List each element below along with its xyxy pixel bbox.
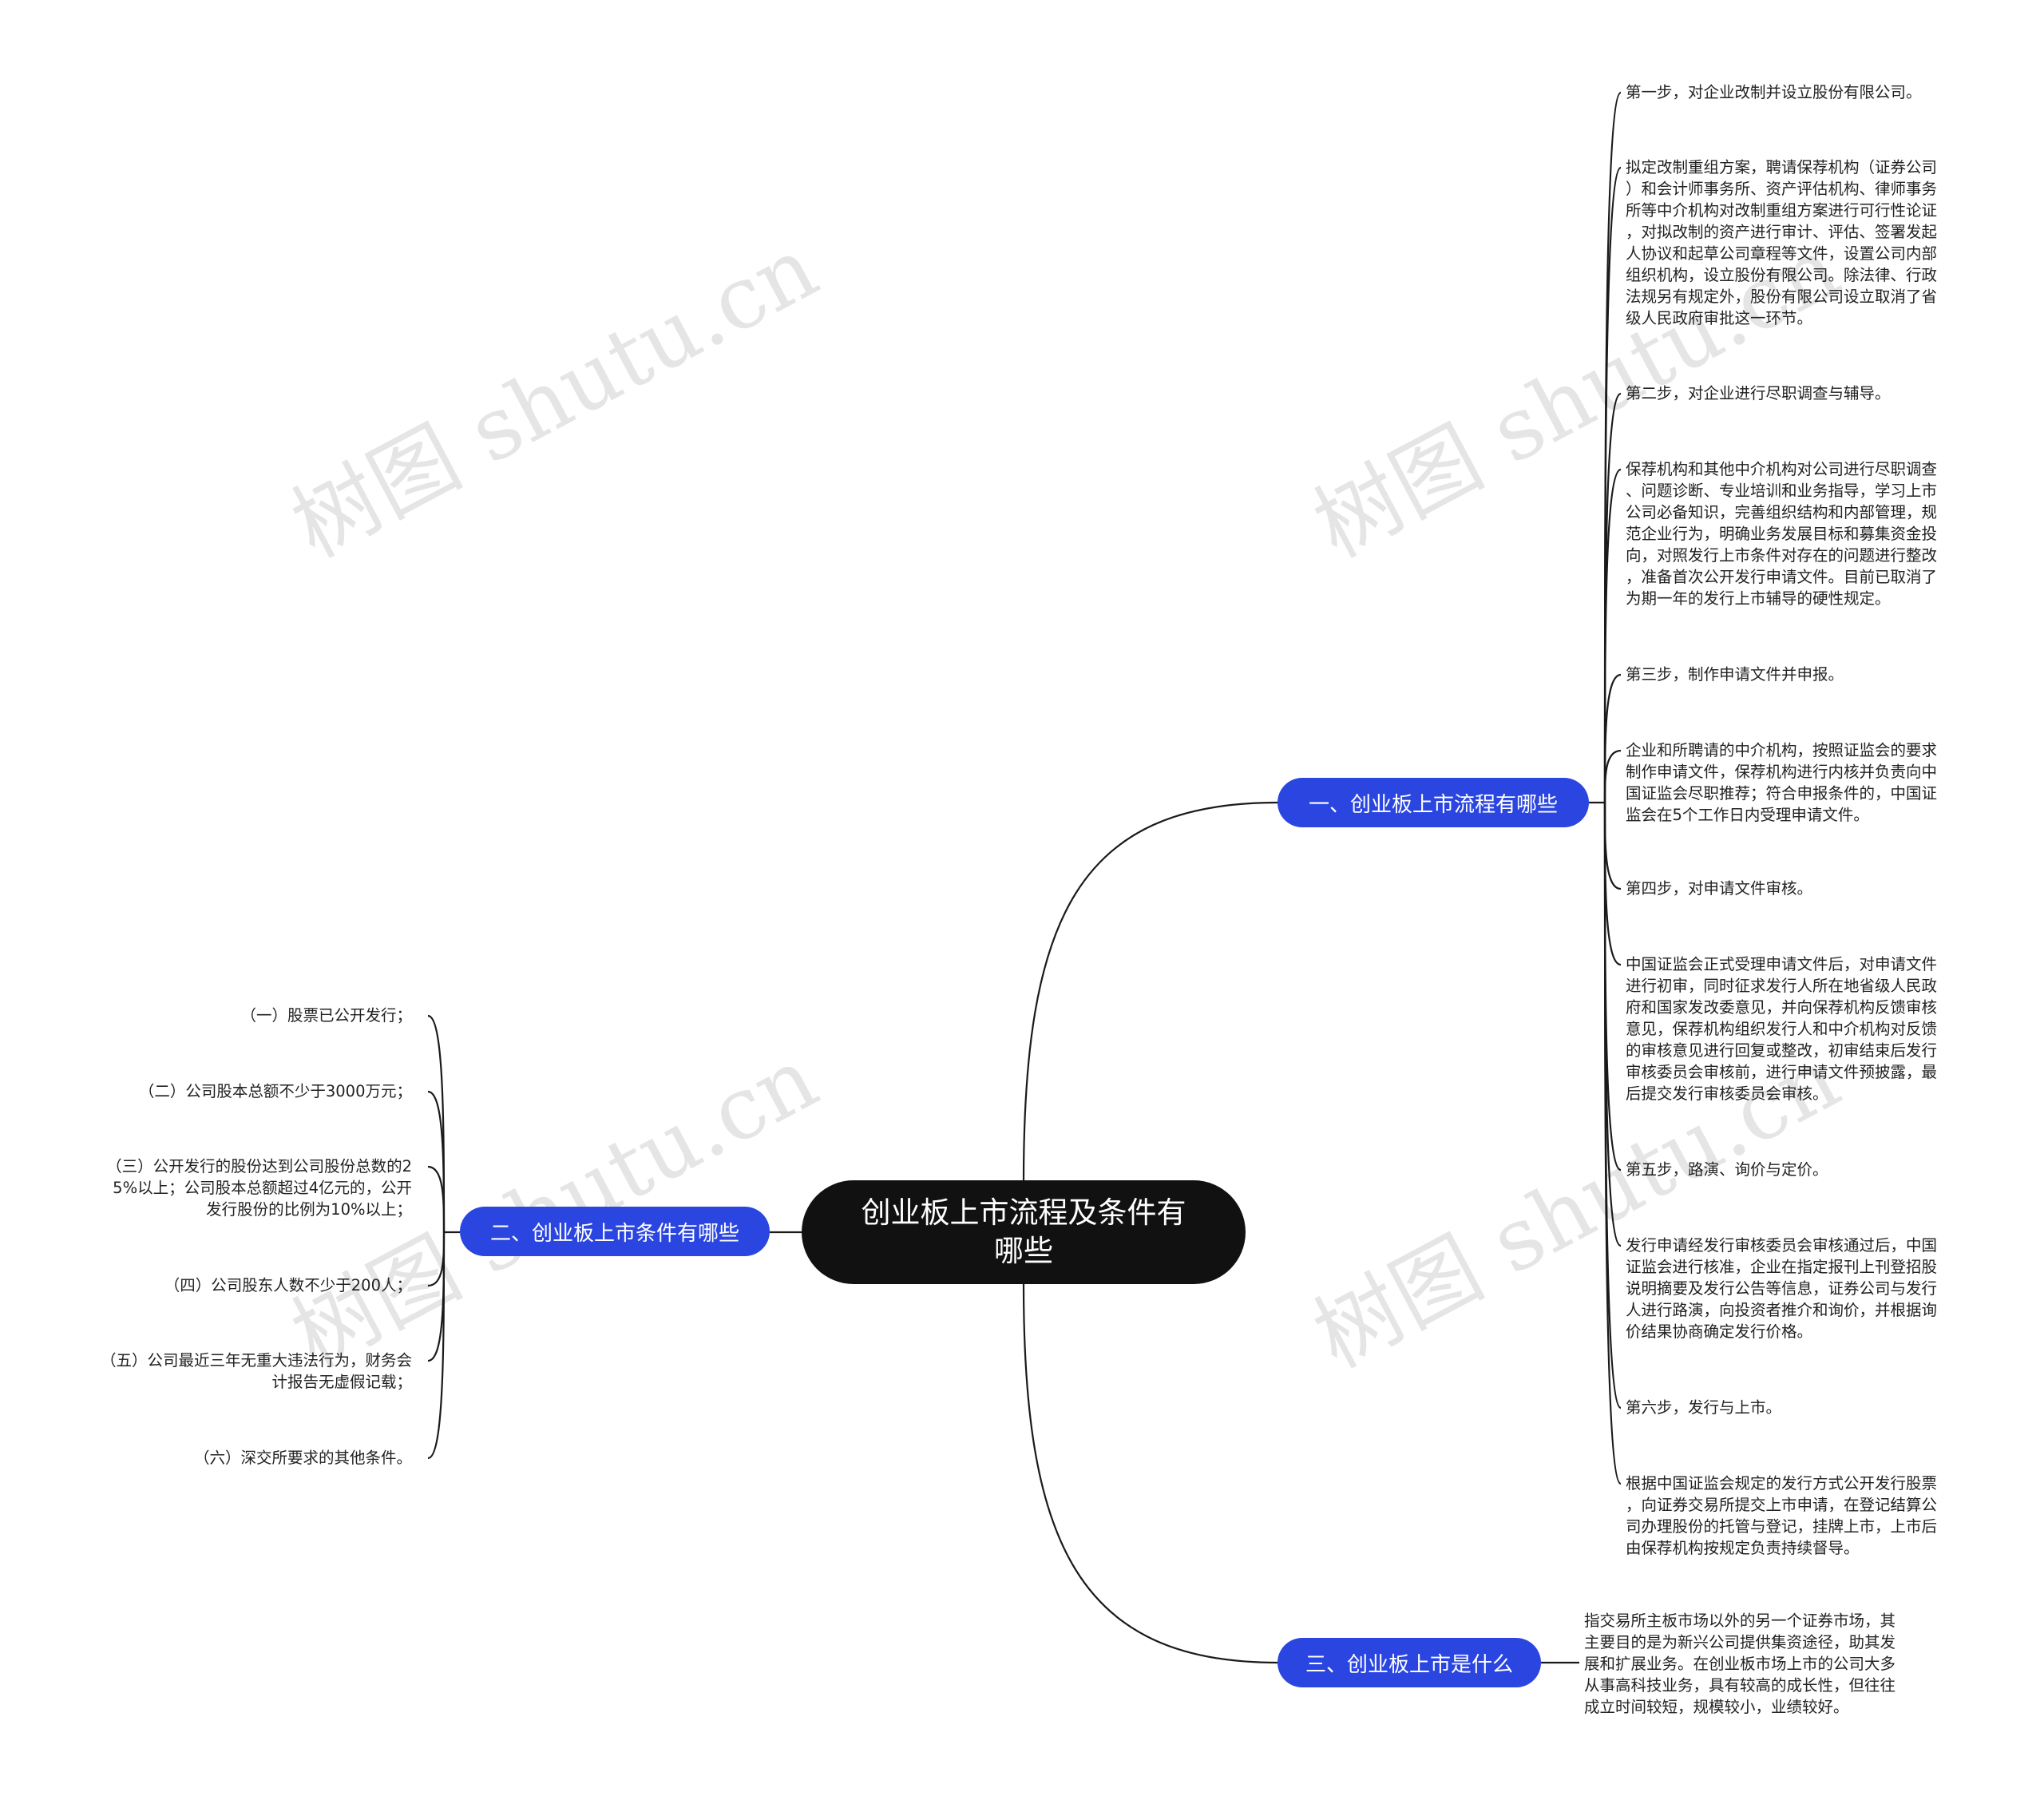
process-item[interactable]: 第六步，发行与上市。 bbox=[1626, 1398, 1782, 1417]
connector-process-leaf bbox=[1603, 673, 1622, 803]
process-item[interactable]: 第五步，路演、询价与定价。 bbox=[1626, 1160, 1828, 1179]
process-item[interactable]: 发行申请经发行审核委员会审核通过后，中国 证监会进行核准，企业在指定报刊上刊登招… bbox=[1626, 1236, 1938, 1341]
branch-label: 三、创业板上市是什么 bbox=[1305, 1652, 1513, 1677]
branch-listing-process[interactable]: 一、创业板上市流程有哪些 bbox=[1278, 778, 1589, 827]
connector-process-leaf bbox=[1603, 802, 1622, 1485]
process-item[interactable]: 中国证监会正式受理申请文件后，对申请文件 进行初审，同时征求发行人所在地省级人民… bbox=[1626, 955, 1938, 1103]
branch-listing-conditions[interactable]: 二、创业板上市条件有哪些 bbox=[460, 1207, 770, 1256]
connector-root-to-definition bbox=[1022, 1283, 1278, 1664]
process-item[interactable]: 保荐机构和其他中介机构对公司进行尽职调查 、问题诊断、专业培训和业务指导，学习上… bbox=[1626, 460, 1938, 608]
process-item[interactable]: 根据中国证监会规定的发行方式公开发行股票 ，向证券交易所提交上市申请，在登记结算… bbox=[1626, 1474, 1938, 1557]
connector-process-leaf bbox=[1603, 392, 1622, 803]
condition-item[interactable]: （二）公司股本总额不少于3000万元； bbox=[138, 1082, 412, 1100]
branch-what-is-gem[interactable]: 三、创业板上市是什么 bbox=[1278, 1638, 1541, 1687]
condition-item[interactable]: （五）公司最近三年无重大违法行为，财务会 计报告无虚假记载； bbox=[100, 1351, 412, 1391]
root-topic[interactable]: 创业板上市流程及条件有哪些 bbox=[802, 1180, 1246, 1284]
process-item[interactable]: 第一步，对企业改制并设立股份有限公司。 bbox=[1626, 83, 1922, 101]
connector-process-leaf bbox=[1603, 749, 1622, 803]
condition-item[interactable]: （一）股票已公开发行； bbox=[240, 1006, 412, 1025]
branch-label: 一、创业板上市流程有哪些 bbox=[1308, 792, 1558, 817]
connector-conditions-leaf bbox=[427, 1231, 446, 1460]
process-item[interactable]: 第二步，对企业进行尽职调查与辅导。 bbox=[1626, 384, 1891, 402]
branch-label: 二、创业板上市条件有哪些 bbox=[489, 1221, 739, 1246]
condition-item[interactable]: （四）公司股东人数不少于200人； bbox=[164, 1276, 412, 1294]
connector-root-to-process bbox=[1022, 801, 1278, 1183]
process-item[interactable]: 拟定改制重组方案，聘请保荐机构（证券公司 ）和会计师事务所、资产评估机构、律师事… bbox=[1626, 158, 1938, 327]
connector-process-leaf bbox=[1603, 802, 1622, 890]
root-topic-label: 创业板上市流程及条件有哪些 bbox=[861, 1195, 1186, 1268]
condition-item[interactable]: （六）深交所要求的其他条件。 bbox=[193, 1449, 412, 1467]
connector-conditions-leaf bbox=[427, 1165, 446, 1233]
process-item[interactable]: 企业和所聘请的中介机构，按照证监会的要求 制作申请文件，保荐机构进行内核并负责向… bbox=[1626, 741, 1938, 824]
process-item[interactable]: 第四步，对申请文件审核。 bbox=[1626, 879, 1813, 898]
definition-item[interactable]: 指交易所主板市场以外的另一个证券市场，其 主要目的是为新兴公司提供集资途径，助其… bbox=[1584, 1612, 1896, 1716]
condition-item[interactable]: （三）公开发行的股份达到公司股份总数的2 5%以上；公司股本总额超过4亿元的，公… bbox=[106, 1157, 412, 1219]
process-item[interactable]: 第三步，制作申请文件并申报。 bbox=[1626, 665, 1844, 684]
